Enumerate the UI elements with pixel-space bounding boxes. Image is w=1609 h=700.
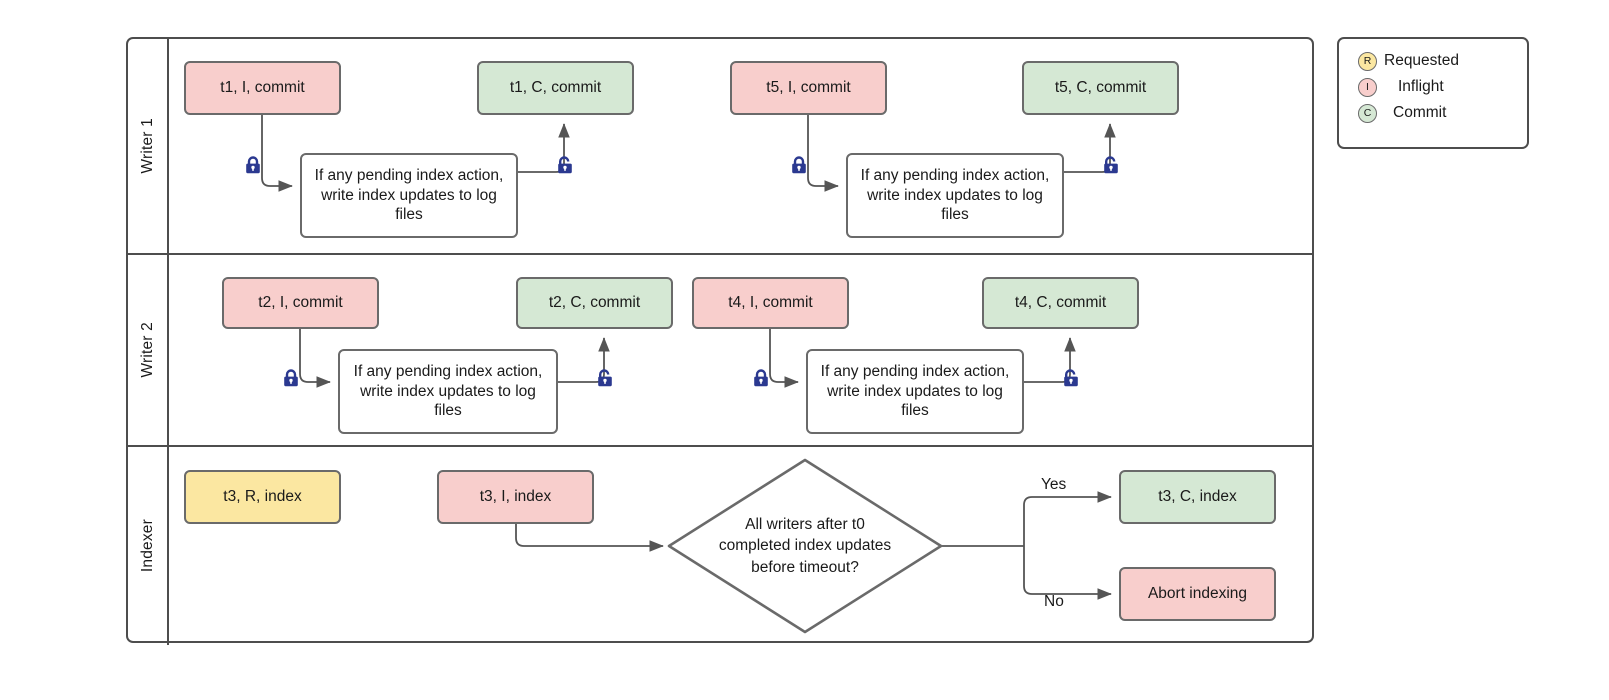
lane-label-writer-2: Writer 2 — [138, 322, 156, 378]
node-label: t5, I, commit — [766, 79, 851, 97]
node-label: t4, I, commit — [728, 294, 813, 312]
node-label: t3, I, index — [479, 488, 552, 506]
node-t1-inflight[interactable]: t1, I, commit — [184, 61, 341, 115]
node-t2-inflight[interactable]: t2, I, commit — [222, 277, 379, 329]
node-label: t2, I, commit — [258, 294, 343, 312]
node-label: t1, C, commit — [509, 79, 602, 97]
process-label: If any pending index action, write index… — [860, 166, 1050, 224]
lane-header-writer-1: Writer 1 — [128, 39, 169, 253]
process-label: If any pending index action, write index… — [353, 362, 543, 420]
node-label: t4, C, commit — [1014, 294, 1107, 312]
legend-item-inflight: I Inflight — [1339, 74, 1527, 100]
lane-writer-1: Writer 1 — [128, 39, 1312, 253]
lock-closed-icon — [243, 155, 263, 175]
process-label: If any pending index action, write index… — [314, 166, 504, 224]
node-label: t3, C, index — [1158, 488, 1237, 506]
lane-writer-2: Writer 2 — [128, 253, 1312, 445]
process-writer1-b[interactable]: If any pending index action, write index… — [846, 153, 1064, 238]
legend-label-requested: Requested — [1384, 52, 1459, 69]
lane-header-writer-2: Writer 2 — [128, 255, 169, 445]
legend-item-requested: R Requested — [1339, 48, 1527, 74]
node-label: t1, I, commit — [220, 79, 305, 97]
lock-open-icon — [555, 155, 575, 175]
node-abort-indexing[interactable]: Abort indexing — [1119, 567, 1276, 621]
process-writer2-b[interactable]: If any pending index action, write index… — [806, 349, 1024, 434]
lane-label-indexer: Indexer — [138, 519, 156, 573]
process-label: If any pending index action, write index… — [820, 362, 1010, 420]
lock-open-icon — [1061, 368, 1081, 388]
decision-diamond[interactable]: All writers after t0 completed index upd… — [666, 457, 944, 635]
inflight-badge-icon: I — [1358, 77, 1377, 97]
lane-label-writer-1: Writer 1 — [138, 118, 156, 174]
lock-closed-icon — [751, 368, 771, 388]
node-t3-requested[interactable]: t3, R, index — [184, 470, 341, 524]
node-t2-commit[interactable]: t2, C, commit — [516, 277, 673, 329]
legend-label-commit: Commit — [1393, 104, 1447, 121]
lock-open-icon — [595, 368, 615, 388]
node-t4-inflight[interactable]: t4, I, commit — [692, 277, 849, 329]
node-t3-inflight[interactable]: t3, I, index — [437, 470, 594, 524]
commit-badge-icon: C — [1358, 103, 1377, 123]
node-label: t5, C, commit — [1054, 79, 1147, 97]
node-t5-inflight[interactable]: t5, I, commit — [730, 61, 887, 115]
edge-label-yes: Yes — [1041, 476, 1067, 493]
legend-item-commit: C Commit — [1339, 100, 1527, 126]
node-t3-commit[interactable]: t3, C, index — [1119, 470, 1276, 524]
lock-closed-icon — [789, 155, 809, 175]
edge-label-no: No — [1044, 593, 1064, 610]
lock-closed-icon — [281, 368, 301, 388]
node-t4-commit[interactable]: t4, C, commit — [982, 277, 1139, 329]
node-label: t2, C, commit — [548, 294, 641, 312]
node-t1-commit[interactable]: t1, C, commit — [477, 61, 634, 115]
legend-box: R Requested I Inflight C Commit — [1337, 37, 1529, 149]
node-t5-commit[interactable]: t5, C, commit — [1022, 61, 1179, 115]
legend-label-inflight: Inflight — [1398, 78, 1444, 95]
lock-open-icon — [1101, 155, 1121, 175]
lane-header-indexer: Indexer — [128, 447, 169, 645]
node-label: Abort indexing — [1147, 585, 1248, 603]
process-writer1-a[interactable]: If any pending index action, write index… — [300, 153, 518, 238]
process-writer2-a[interactable]: If any pending index action, write index… — [338, 349, 558, 434]
requested-badge-icon: R — [1358, 51, 1377, 71]
node-label: t3, R, index — [223, 488, 302, 506]
lane-indexer: Indexer — [128, 445, 1312, 645]
